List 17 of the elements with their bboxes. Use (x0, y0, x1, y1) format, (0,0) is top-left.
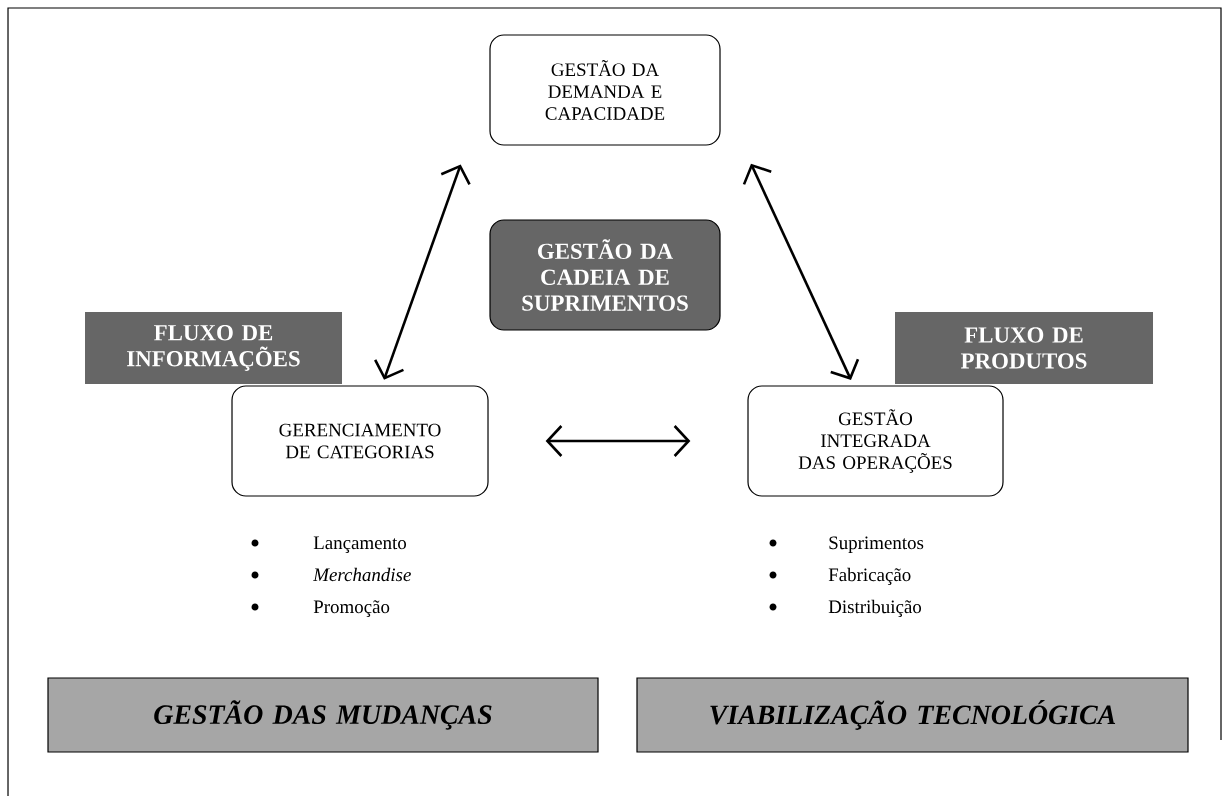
double-arrow (545, 425, 691, 457)
rounded-box: GERENCIAMENTO DE CATEGORIAS (231, 385, 489, 497)
bullet-item: Promoção (251, 600, 390, 618)
rounded-box: GESTÃO DA DEMANDA E CAPACIDADE (489, 34, 721, 146)
bullet-item: Suprimentos (769, 536, 924, 554)
bullet-item: Merchandise (251, 567, 411, 582)
double-arrow (742, 163, 860, 380)
rounded-box: GESTÃO INTEGRADA DAS OPERAÇÕES (747, 385, 1004, 497)
bullet-item: Distribuição (769, 599, 922, 618)
flow-label-band: FLUXO DE INFORMAÇÕES (85, 312, 342, 384)
flow-label-band: FLUXO DE PRODUTOS (895, 312, 1153, 384)
bottom-bar: VIABILIZAÇÃO TECNOLÓGICA (636, 677, 1189, 753)
bullet-item: Fabricação (769, 567, 911, 586)
bullet-item: Lançamento (251, 536, 407, 554)
double-arrow (374, 164, 471, 380)
bottom-bar: GESTÃO DAS MUDANÇAS (47, 677, 599, 753)
title-box: GESTÃO DA CADEIA DE SUPRIMENTOS (489, 219, 721, 331)
